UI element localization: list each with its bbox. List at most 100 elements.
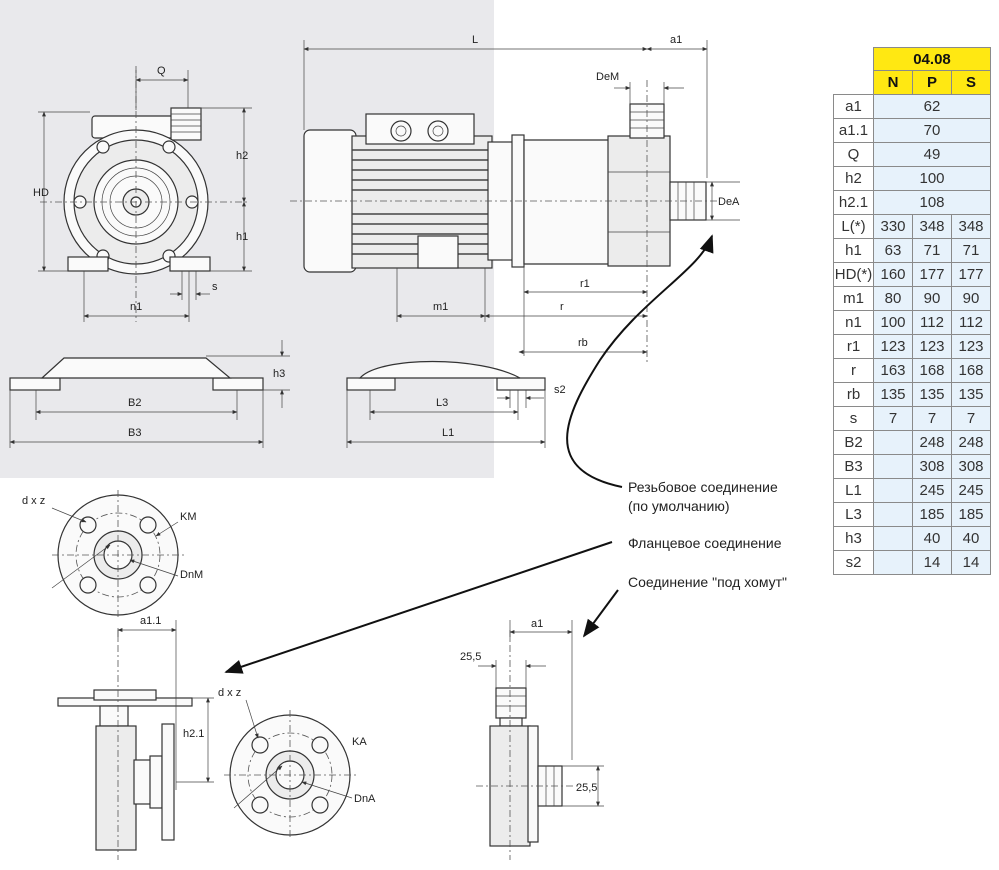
- table-cell-value: 123: [873, 333, 913, 359]
- label-a1: a1: [670, 34, 682, 46]
- flange-detail-discharge: d x z KA DnA: [218, 687, 376, 840]
- label-KM: KM: [180, 511, 197, 523]
- table-cell-value: 308: [951, 453, 991, 479]
- front-view: Q HD h2 h1 n1 s: [33, 65, 252, 322]
- label-L1: L1: [442, 427, 454, 439]
- table-cell-value: 7: [873, 405, 913, 431]
- label-a1-clamp: a1: [531, 618, 543, 630]
- table-cell-value: 40: [951, 525, 991, 551]
- table-cell-value: 308: [912, 453, 952, 479]
- label-25.5-side: 25,5: [576, 782, 597, 794]
- label-KA: KA: [352, 736, 367, 748]
- table-cell-value: 177: [912, 261, 952, 287]
- table-row-name: a1.1: [833, 117, 874, 143]
- table-cell-value: 245: [912, 477, 952, 503]
- table-cell-value: 330: [873, 213, 913, 239]
- table-cell-value: 135: [873, 381, 913, 407]
- table-variant-P: P: [912, 70, 952, 95]
- label-n1: n1: [130, 301, 142, 313]
- table-cell-value: 123: [951, 333, 991, 359]
- table-cell-value: 62: [873, 93, 991, 119]
- label-25.5-top: 25,5: [460, 651, 481, 663]
- table-row-name: s2: [833, 549, 874, 575]
- table-cell-value: 177: [951, 261, 991, 287]
- table-row-name: r1: [833, 333, 874, 359]
- table-cell-value: 168: [912, 357, 952, 383]
- table-row-name: HD(*): [833, 261, 874, 287]
- table-row-name: a1: [833, 93, 874, 119]
- table-cell-value: 248: [951, 429, 991, 455]
- table-cell-value: 63: [873, 237, 913, 263]
- table-cell-value: 90: [912, 285, 952, 311]
- table-cell-value: 135: [912, 381, 952, 407]
- table-cell-value: 135: [951, 381, 991, 407]
- table-cell-value: 163: [873, 357, 913, 383]
- label-HD: HD: [33, 187, 49, 199]
- table-cell-value: 160: [873, 261, 913, 287]
- table-cell-value: 100: [873, 165, 991, 191]
- table-cell-value: [873, 525, 913, 551]
- label-DeM: DeM: [596, 71, 619, 83]
- label-m1: m1: [433, 301, 448, 313]
- table-cell-value: 100: [873, 309, 913, 335]
- table-cell-value: [873, 477, 913, 503]
- table-cell-value: 108: [873, 189, 991, 215]
- label-Q: Q: [157, 65, 166, 77]
- table-cell-value: 14: [912, 549, 952, 575]
- label-L3: L3: [436, 397, 448, 409]
- table-cell-value: 14: [951, 549, 991, 575]
- flanged-pump-side: a1.1 h2.1: [57, 615, 214, 860]
- note-flanged: Фланцевое соединение: [628, 535, 782, 551]
- clamp-pump-side: a1 25,5 25,5: [460, 618, 604, 860]
- label-DeA: DeA: [718, 196, 740, 208]
- table-cell-value: 348: [912, 213, 952, 239]
- table-cell-value: 112: [951, 309, 991, 335]
- table-row-name: L1: [833, 477, 874, 503]
- table-cell-value: 7: [912, 405, 952, 431]
- table-variant-N: N: [873, 70, 913, 95]
- label-B3: B3: [128, 427, 141, 439]
- table-cell-value: 40: [912, 525, 952, 551]
- table-cell-value: 168: [951, 357, 991, 383]
- table-row-name: h2: [833, 165, 874, 191]
- table-cell-value: 7: [951, 405, 991, 431]
- table-cell-value: 185: [951, 501, 991, 527]
- table-row-name: r: [833, 357, 874, 383]
- label-h1: h1: [236, 231, 248, 243]
- label-a1.1: a1.1: [140, 615, 161, 627]
- note-threaded-line2: (по умолчанию): [628, 498, 730, 514]
- table-cell-value: [873, 453, 913, 479]
- label-rb: rb: [578, 337, 588, 349]
- table-cell-value: 49: [873, 141, 991, 167]
- table-cell-value: 248: [912, 429, 952, 455]
- table-row-name: rb: [833, 381, 874, 407]
- table-cell-value: 123: [912, 333, 952, 359]
- connection-notes: Резьбовое соединение (по умолчанию) Флан…: [224, 234, 787, 674]
- table-cell-value: 70: [873, 117, 991, 143]
- flange-detail-suction: d x z KM DnM: [22, 490, 203, 620]
- table-row-name: h3: [833, 525, 874, 551]
- side-view: L a1 DeM DeA r1 m1 r rb: [290, 34, 740, 362]
- table-row-name: s: [833, 405, 874, 431]
- label-L: L: [472, 34, 478, 46]
- table-cell-value: 71: [951, 237, 991, 263]
- table-row-name: Q: [833, 141, 874, 167]
- table-cell-value: 245: [951, 477, 991, 503]
- table-cell-value: 90: [951, 285, 991, 311]
- table-row-name: h1: [833, 237, 874, 263]
